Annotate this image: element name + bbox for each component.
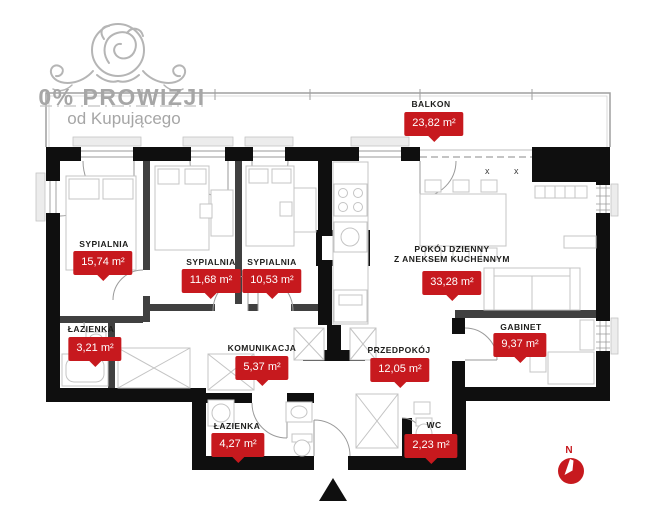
lion-crest-ornament xyxy=(49,23,187,92)
area-badge-sypialnia-3: 10,53 m² xyxy=(242,269,302,299)
compass-label: N xyxy=(565,445,572,456)
wardrobe-hall-3 xyxy=(349,327,377,361)
area-badge-wc: 2,23 m² xyxy=(404,434,458,464)
area-badge-balkon: 23,82 m² xyxy=(404,112,464,142)
office-desk xyxy=(529,319,595,385)
fridge xyxy=(333,289,368,323)
glazing-mark-1: x xyxy=(485,166,490,176)
area-badge-lazienka-2: 4,27 m² xyxy=(211,433,265,463)
area-badge-sypialnia-2: 11,68 m² xyxy=(181,269,241,299)
room-name-lazienka-2: ŁAZIENKA xyxy=(213,421,261,431)
wc-basin xyxy=(413,401,431,415)
washbasin-2 xyxy=(285,401,313,423)
entrance-arrow-icon xyxy=(319,478,347,501)
kitchen-sink xyxy=(333,221,368,253)
wardrobe-hall-2 xyxy=(293,327,325,361)
dining-table xyxy=(419,179,507,261)
desk-3 xyxy=(279,187,317,233)
room-name-balkon: BALKON xyxy=(411,99,451,109)
area-badge-przedpokoj: 12,05 m² xyxy=(370,358,430,388)
room-name-przedpokoj: PRZEDPOKÓJ xyxy=(367,345,431,355)
logo-title: 0% PROWIZJI xyxy=(38,84,206,110)
area-badge-gabinet: 9,37 m² xyxy=(493,333,547,363)
wardrobe-hall-4 xyxy=(355,393,399,449)
washing-machine xyxy=(207,399,235,427)
area-badge-sypialnia-1: 15,74 m² xyxy=(73,251,133,281)
room-name-lazienka-1: ŁAZIENKA xyxy=(67,324,115,334)
windows xyxy=(35,136,619,355)
desk-2 xyxy=(199,189,234,237)
sofa xyxy=(483,267,581,311)
room-name-gabinet: GABINET xyxy=(500,322,542,332)
compass-north-icon: N xyxy=(558,445,584,484)
area-badge-komunikacja: 5,37 m² xyxy=(235,356,289,386)
room-name-komunikacja: KOMUNIKACJA xyxy=(227,343,297,353)
tv-cabinet xyxy=(563,235,597,249)
room-name-sypialnia-3: SYPIALNIA xyxy=(247,257,297,267)
area-badge-lazienka-1: 3,21 m² xyxy=(68,337,122,367)
room-name-sypialnia-1: SYPIALNIA xyxy=(79,239,129,249)
room-name-pokoj-dzienny: POKÓJ DZIENNY xyxy=(414,244,490,254)
room-name-wc: WC xyxy=(426,420,442,430)
balcony-railing xyxy=(45,89,611,147)
exterior-walls xyxy=(46,147,610,470)
toilet-1 xyxy=(291,433,313,457)
room-name-pokoj-dzienny-2: Z ANEKSEM KUCHENNYM xyxy=(394,254,510,264)
radiator xyxy=(534,185,588,199)
glazing-mark-2: x xyxy=(514,166,519,176)
wardrobe-1 xyxy=(117,347,191,389)
room-name-sypialnia-2: SYPIALNIA xyxy=(186,257,236,267)
area-badge-pokoj-dzienny: 33,28 m² xyxy=(422,271,482,301)
stove xyxy=(333,183,368,217)
logo-subtitle: od Kupującego xyxy=(67,109,181,128)
